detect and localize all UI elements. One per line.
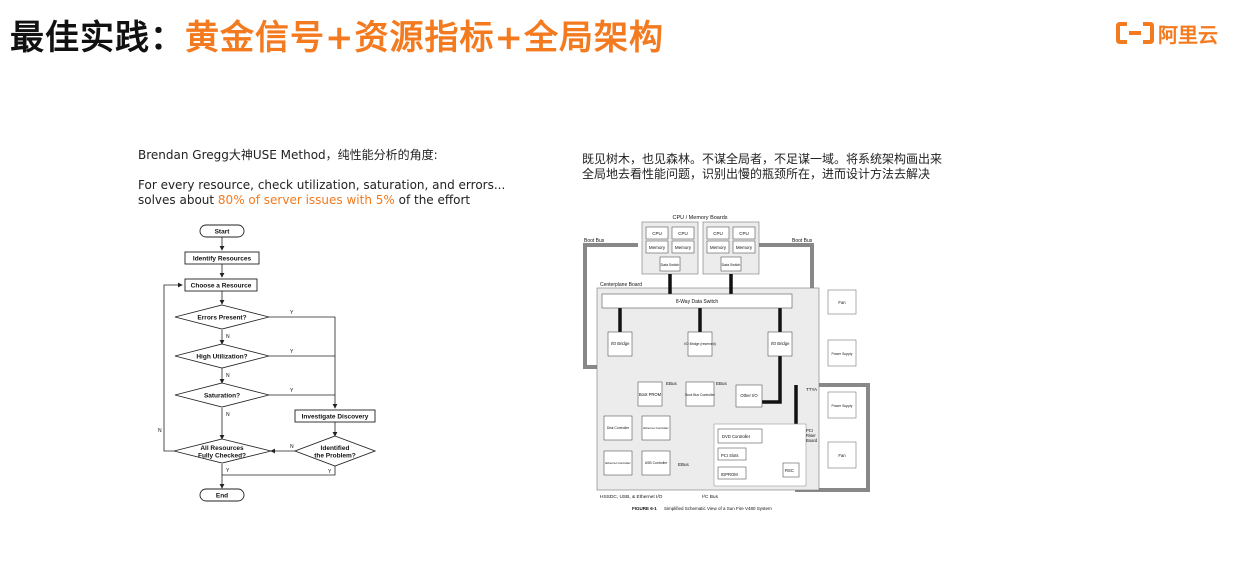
io-bridge-3: I/O Bridge	[771, 341, 791, 346]
use-method-intro: Brendan Gregg大神USE Method，纯性能分析的角度:	[138, 148, 438, 162]
fan-2	[827, 441, 857, 469]
page-title-highlight: 黄金信号+资源指标+全局架构	[185, 18, 664, 58]
power-supply-2	[827, 391, 857, 419]
io-bridge-1: I/O Bridge	[611, 341, 631, 346]
data-switch-2: Data Switch	[722, 263, 741, 267]
flow-start-label: Start	[215, 229, 231, 236]
line2-post: of the effort	[394, 193, 471, 207]
fan-2-label: Fan	[838, 453, 846, 458]
use-method-line2: solves about 80% of server issues with 5…	[138, 193, 470, 208]
bottom-bus-label: HSSDC, USB, & Ethernet I/O	[600, 494, 663, 500]
flow-identified-label-2: the Problem?	[314, 453, 356, 460]
flow-all-checked-label-1: All Resources	[200, 445, 244, 452]
flow-n-errors: N	[226, 334, 230, 340]
cpu-3: CPU	[713, 231, 723, 236]
architecture-para-2: 全局地去看性能问题，识别出慢的瓶颈所在，进而设计方法去解决	[582, 167, 931, 181]
usb-controller: USB Controller	[645, 461, 668, 465]
memory-1: Memory	[649, 245, 666, 250]
page-title: 最佳实践：黄金信号+资源指标+全局架构	[10, 14, 664, 62]
power-supply-2-label: Power Supply	[832, 404, 853, 408]
boot-bus-left: Boot Bus	[584, 238, 605, 244]
boot-bus-controller: Boot Bus Controller	[685, 393, 715, 397]
flow-utilization	[174, 343, 270, 369]
boot-prom: Boot PROM	[639, 392, 662, 397]
flow-identified-label-1: Identified	[321, 445, 350, 452]
flow-n-identified: N	[290, 444, 294, 450]
flow-y-identified: Y	[328, 469, 332, 475]
fan-1-label: Fan	[838, 300, 846, 305]
flow-y-sat: Y	[290, 388, 294, 394]
figure-caption: Simplified Schematic View of a Sun Fire …	[664, 506, 772, 511]
flow-choose-label: Choose a Resource	[191, 283, 252, 290]
rsc: RSC	[785, 468, 794, 473]
flow-saturation	[174, 382, 270, 408]
i2c-bus-label: I²C Bus	[702, 494, 719, 500]
cpu-4: CPU	[739, 231, 749, 236]
flow-identify-label: Identify Resources	[193, 256, 252, 263]
cpu-1: CPU	[652, 231, 662, 236]
data-switch-8way-label: 8-Way Data Switch	[676, 299, 719, 305]
flow-end	[199, 488, 245, 502]
flow-identified	[293, 435, 377, 467]
flow-n-util: N	[226, 373, 230, 379]
fan-1	[827, 289, 857, 315]
boot-bus-right: Boot Bus	[792, 238, 813, 244]
ttya-label: TTYA	[806, 387, 817, 392]
flow-y-util: Y	[290, 349, 294, 355]
centerplane-label: Centerplane Board	[600, 282, 642, 288]
data-switch-1: Data Switch	[661, 263, 680, 267]
data-switch-8way	[601, 293, 793, 309]
ethernet-controller-1: Ethernet Controller	[643, 426, 668, 430]
flow-n-loop: N	[158, 428, 162, 434]
logo-text: 阿里云	[1158, 22, 1218, 47]
flow-y-errors: Y	[290, 310, 294, 316]
flow-errors-label: Errors Present?	[197, 315, 246, 322]
flow-start	[199, 224, 245, 238]
flow-all-checked	[173, 438, 272, 464]
flow-end-label: End	[216, 493, 228, 500]
ebus-1: EBus	[666, 381, 678, 386]
power-supply-1-label: Power Supply	[832, 352, 853, 356]
disk-controller: Disk Controller	[607, 426, 630, 430]
page-title-prefix: 最佳实践：	[10, 18, 185, 58]
flow-y-all: Y	[226, 468, 230, 474]
ebus-3: EBus	[678, 462, 690, 467]
memory-2: Memory	[675, 245, 692, 250]
alibaba-cloud-icon	[1116, 22, 1154, 44]
flow-utilization-label: High Utilization?	[196, 354, 247, 361]
use-method-flowchart: Start Identify Resources Choose a Resour…	[158, 224, 377, 502]
memory-3: Memory	[710, 245, 727, 250]
ebus-2: EBus	[716, 381, 728, 386]
line2-pre: solves about	[138, 193, 218, 207]
sun-fire-schematic: Centerplane Board CPU / Memory Boards CP…	[583, 215, 870, 511]
pci-slots: PCI Slots	[721, 453, 738, 458]
flow-investigate	[294, 409, 376, 423]
other-io: Other I/O	[740, 393, 758, 398]
pci-riser-label-2: Riser	[806, 433, 816, 438]
flow-saturation-label: Saturation?	[204, 393, 240, 400]
flow-choose	[184, 278, 258, 292]
cpu-boards-label: CPU / Memory Boards	[672, 215, 727, 221]
use-method-line1: For every resource, check utilization, s…	[138, 178, 506, 192]
memory-4: Memory	[736, 245, 753, 250]
idprom: IDPROM	[721, 472, 738, 477]
dvd-controller: DVD Controller	[722, 434, 751, 439]
alibaba-cloud-logo: 阿里云	[1116, 18, 1218, 48]
ethernet-controller-2: Ethernet Controller	[605, 461, 630, 465]
pci-riser-label-1: PCI	[806, 428, 813, 433]
flow-n-sat: N	[226, 412, 230, 418]
flow-errors	[174, 304, 270, 330]
figure-number: FIGURE 6-1	[632, 506, 657, 511]
flow-identify	[184, 251, 260, 265]
flow-investigate-label: Investigate Discovery	[302, 414, 369, 421]
line2-highlight: 80% of server issues with 5%	[217, 193, 395, 207]
architecture-para-1: 既见树木，也见森林。不谋全局者，不足谋一域。将系统架构画出来	[582, 152, 943, 166]
io-bridge-2: I/O Bridge (reserved)	[684, 342, 716, 346]
cpu-2: CPU	[678, 231, 688, 236]
pci-riser-label-3: Board	[806, 438, 818, 443]
flow-all-checked-label-2: Fully Checked?	[198, 453, 246, 460]
power-supply-1	[827, 339, 857, 367]
